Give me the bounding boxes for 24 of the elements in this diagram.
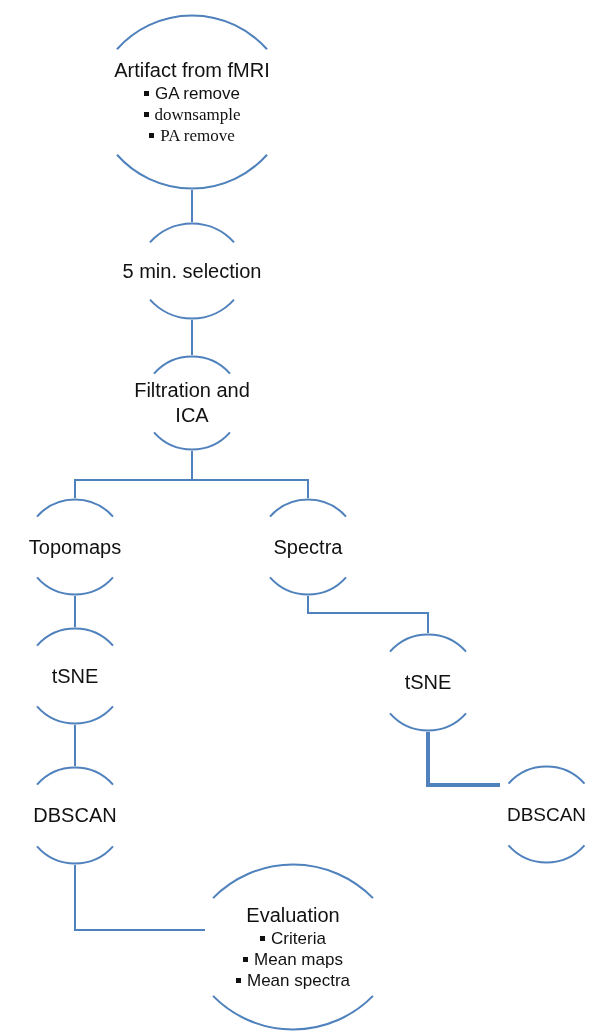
bullet-item: Criteria (260, 927, 326, 949)
node-title: tSNE (51, 663, 99, 689)
node-title: Topomaps (28, 534, 122, 560)
bullet-item: Mean maps (243, 948, 343, 971)
bullet-item: PA remove (149, 125, 235, 147)
bullet-item: Mean spectra (236, 970, 350, 992)
connector-line (191, 319, 193, 356)
connector-line (74, 724, 76, 767)
node-title: DBSCAN (506, 802, 587, 827)
node-title: Evaluation (246, 902, 340, 928)
node-title: Artifact from fMRI (114, 57, 270, 83)
connector-line (191, 189, 193, 223)
node-title: DBSCAN (33, 803, 117, 828)
node-title: tSNE (404, 670, 452, 695)
bullet-item: GA remove (143, 82, 240, 104)
node-title: Spectra (273, 534, 343, 560)
node-title: 5 min. selection (122, 258, 262, 284)
connector-line (74, 864, 206, 931)
bullet-item: downsample (143, 103, 241, 126)
connector-line (307, 595, 429, 634)
connector-line (74, 595, 76, 628)
node-title: Filtration and ICA (133, 378, 251, 428)
connector-line (191, 450, 309, 499)
connector-line (426, 732, 500, 787)
